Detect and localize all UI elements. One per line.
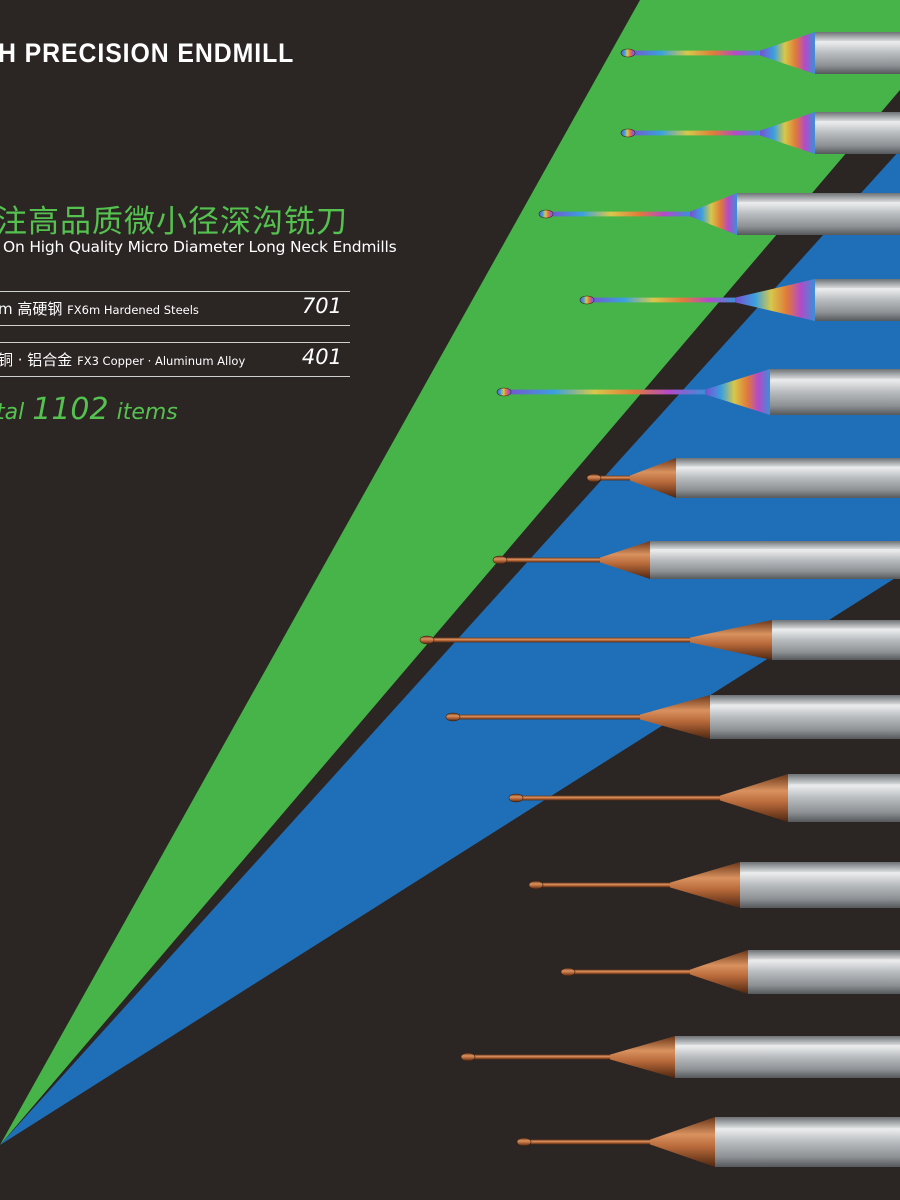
- series-label-en: FX6m Hardened Steels: [67, 303, 199, 317]
- tool-neck: [516, 795, 720, 801]
- tool-shank: [710, 695, 900, 739]
- series-label-cn: 铜 · 铝合金: [0, 351, 73, 369]
- tool-head: [508, 793, 524, 803]
- tool-taper: [690, 950, 748, 994]
- endmill-2: [620, 112, 900, 154]
- green-beam: [0, 0, 900, 1145]
- tool-taper: [760, 112, 815, 154]
- headline: H PRECISION ENDMILL: [0, 38, 295, 68]
- tool-neck: [468, 1054, 610, 1060]
- tool-head: [620, 48, 636, 58]
- blue-beam: [0, 150, 900, 1145]
- tool-neck: [587, 297, 735, 303]
- tool-neck: [628, 50, 760, 56]
- tool-neck: [546, 211, 690, 217]
- tool-neck: [536, 882, 670, 888]
- endmill-14: [516, 1117, 900, 1167]
- tool-shank: [740, 862, 900, 908]
- tool-shank: [815, 32, 900, 74]
- tool-shank: [650, 541, 900, 579]
- tool-shank: [748, 950, 900, 994]
- series-label-cn: m 高硬钢: [0, 300, 63, 318]
- tool-shank: [788, 774, 900, 822]
- endmill-10: [508, 774, 900, 822]
- endmill-group: [419, 32, 900, 1167]
- series-row: m 高硬钢 FX6m Hardened Steels 701: [0, 291, 350, 326]
- tool-taper: [650, 1117, 715, 1167]
- endmill-3: [538, 193, 900, 235]
- endmill-4: [579, 279, 900, 321]
- tool-taper: [760, 32, 815, 74]
- endmill-5: [496, 369, 900, 415]
- tool-taper: [720, 774, 788, 822]
- endmill-11: [528, 862, 900, 908]
- tool-head: [560, 967, 576, 977]
- tool-head: [586, 473, 602, 483]
- tool-head: [492, 555, 508, 565]
- series-count: 401: [301, 345, 342, 369]
- tool-neck: [568, 969, 690, 975]
- tool-head: [460, 1052, 476, 1062]
- total-value: 1102: [32, 392, 109, 427]
- tool-head: [620, 128, 636, 138]
- series-row: 铜 · 铝合金 FX3 Copper · Aluminum Alloy 401: [0, 342, 350, 377]
- tool-shank: [815, 112, 900, 154]
- total-prefix: tal: [0, 400, 25, 425]
- english-title: On High Quality Micro Diameter Long Neck…: [3, 238, 397, 256]
- tool-taper: [670, 862, 740, 908]
- series-name: 铜 · 铝合金 FX3 Copper · Aluminum Alloy: [0, 349, 245, 370]
- endmill-8: [419, 620, 900, 660]
- total-suffix: items: [116, 400, 178, 425]
- endmill-6: [586, 458, 900, 498]
- tool-head: [496, 387, 512, 397]
- tool-neck: [504, 389, 705, 395]
- tool-taper: [640, 695, 710, 739]
- tool-neck: [427, 637, 690, 643]
- tool-head: [579, 295, 595, 305]
- tool-neck: [500, 557, 600, 563]
- tool-taper: [735, 279, 815, 321]
- tool-taper: [690, 193, 737, 235]
- endmill-12: [560, 950, 900, 994]
- tool-neck: [594, 475, 630, 481]
- total-line: tal 1102 items: [0, 392, 178, 427]
- tool-shank: [675, 1036, 900, 1078]
- endmill-9: [445, 695, 900, 739]
- endmill-1: [620, 32, 900, 74]
- tool-head: [516, 1137, 532, 1147]
- tool-taper: [600, 541, 650, 579]
- tool-taper: [630, 458, 676, 498]
- tool-neck: [453, 714, 640, 720]
- tool-shank: [772, 620, 900, 660]
- tool-shank: [815, 279, 900, 321]
- series-label-en: FX3 Copper · Aluminum Alloy: [77, 354, 246, 368]
- tool-taper: [610, 1036, 675, 1078]
- endmill-13: [460, 1036, 900, 1078]
- tool-shank: [770, 369, 900, 415]
- endmill-7: [492, 541, 900, 579]
- tool-neck: [628, 130, 760, 136]
- tool-head: [538, 209, 554, 219]
- series-count: 701: [301, 294, 342, 318]
- tool-taper: [690, 620, 772, 660]
- tool-shank: [715, 1117, 900, 1167]
- tool-head: [528, 880, 544, 890]
- chinese-title: 注高品质微小径深沟铣刀: [0, 204, 348, 240]
- tool-neck: [524, 1139, 650, 1145]
- tool-taper: [705, 369, 770, 415]
- tool-shank: [737, 193, 900, 235]
- tool-head: [419, 635, 435, 645]
- tool-shank: [676, 458, 900, 498]
- series-name: m 高硬钢 FX6m Hardened Steels: [0, 298, 199, 319]
- tool-head: [445, 712, 461, 722]
